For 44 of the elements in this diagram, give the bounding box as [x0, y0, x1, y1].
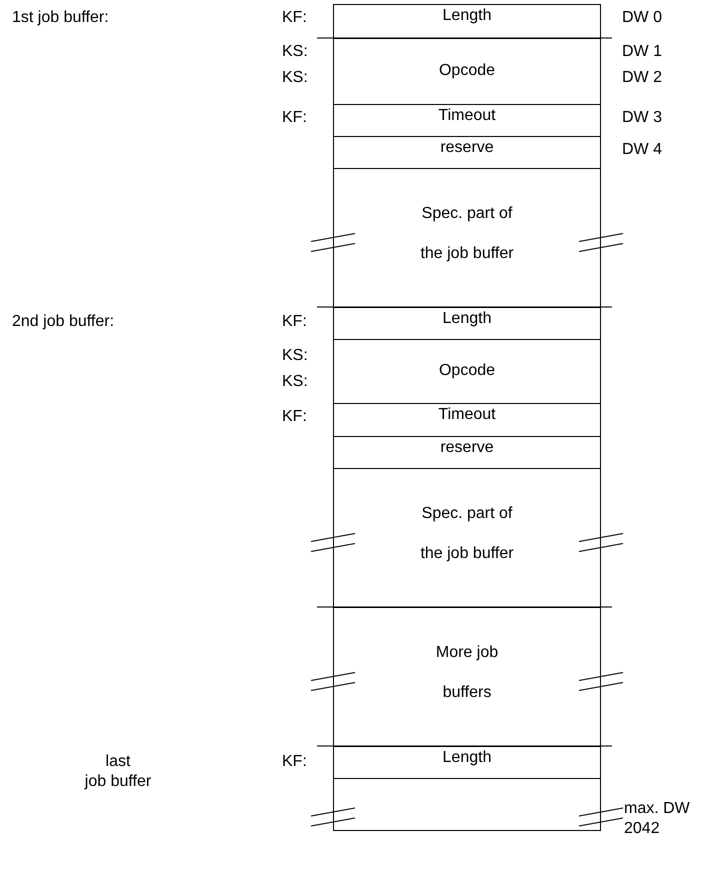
memory-cell	[333, 104, 601, 137]
label: job buffer	[83, 772, 152, 792]
memory-cell	[333, 436, 601, 469]
cell-text: Length	[442, 749, 492, 767]
memory-cell	[333, 38, 601, 105]
memory-cell	[333, 168, 601, 308]
cell-text: reserve	[440, 439, 494, 457]
cell-text: Opcode	[438, 62, 496, 80]
label: 1st job buffer:	[12, 8, 109, 28]
label: DW 3	[622, 108, 662, 128]
memory-cell	[333, 136, 601, 169]
label: DW 2	[622, 68, 662, 88]
cell-text: Spec. part of the job buffer	[419, 504, 515, 564]
label: KF:	[282, 8, 307, 28]
label: KF:	[282, 752, 307, 772]
label: DW 4	[622, 140, 662, 160]
memory-cell	[333, 746, 601, 779]
label: KS:	[282, 42, 308, 62]
cell-text: Timeout	[438, 406, 496, 424]
label: KS:	[282, 68, 308, 88]
label: last	[104, 752, 132, 772]
memory-cell	[333, 4, 601, 39]
label: KS:	[282, 372, 308, 392]
memory-cell	[333, 307, 601, 340]
cell-text: Length	[442, 7, 492, 25]
cell-text: Spec. part of the job buffer	[419, 204, 515, 264]
memory-cell	[333, 403, 601, 437]
cell-text: Length	[442, 310, 492, 328]
cell-text: More job buffers	[434, 643, 500, 703]
label: KS:	[282, 346, 308, 366]
cell-text: Opcode	[438, 362, 496, 380]
label: KF:	[282, 312, 307, 332]
memory-cell	[333, 468, 601, 608]
label: 2nd job buffer:	[12, 312, 114, 332]
cell-text: reserve	[440, 139, 494, 157]
label: KF:	[282, 407, 307, 427]
memory-cell	[333, 339, 601, 404]
memory-cell	[333, 607, 601, 747]
label: DW 0	[622, 8, 662, 28]
cell-text: Timeout	[438, 107, 496, 125]
label: KF:	[282, 108, 307, 128]
label: DW 1	[622, 42, 662, 62]
label: max. DW 2042	[624, 799, 691, 839]
memory-cell	[333, 778, 601, 831]
